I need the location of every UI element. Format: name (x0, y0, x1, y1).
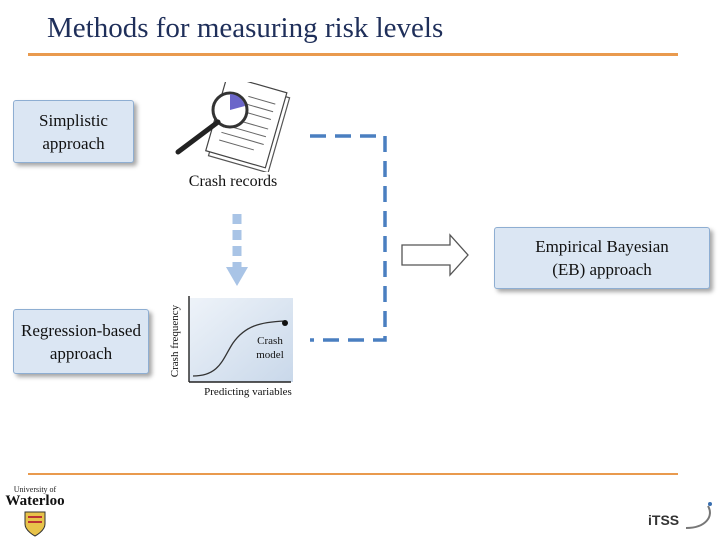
page-title: Methods for measuring risk levels (47, 12, 443, 45)
down-arrow (222, 212, 252, 292)
crash-records-icon (160, 82, 310, 172)
crash-model-label: Crash model (250, 334, 290, 362)
crash-records-label: Crash records (168, 173, 298, 191)
x-axis-label: Predicting variables (188, 386, 308, 398)
regression-approach-label: Regression-based approach (21, 319, 141, 365)
crash-model-text: Crash model (256, 335, 284, 361)
waterloo-crest-icon (24, 511, 46, 537)
eb-approach-label: Empirical Bayesian (EB) approach (517, 235, 687, 281)
footer-rule (28, 473, 678, 475)
waterloo-text: Waterloo (4, 494, 66, 508)
y-axis-label: Crash frequency (169, 291, 181, 391)
itss-text: iTSS (648, 512, 679, 528)
regression-approach-box: Regression-based approach (13, 309, 149, 374)
simplistic-approach-box: Simplistic approach (13, 100, 134, 163)
title-underline (28, 53, 678, 56)
simplistic-approach-label: Simplistic approach (29, 109, 119, 155)
itss-logo: iTSS (644, 498, 716, 536)
dashed-connector (290, 130, 410, 360)
eb-approach-box: Empirical Bayesian (EB) approach (494, 227, 710, 289)
waterloo-logo: University of Waterloo (4, 485, 66, 537)
right-arrow (400, 233, 470, 277)
